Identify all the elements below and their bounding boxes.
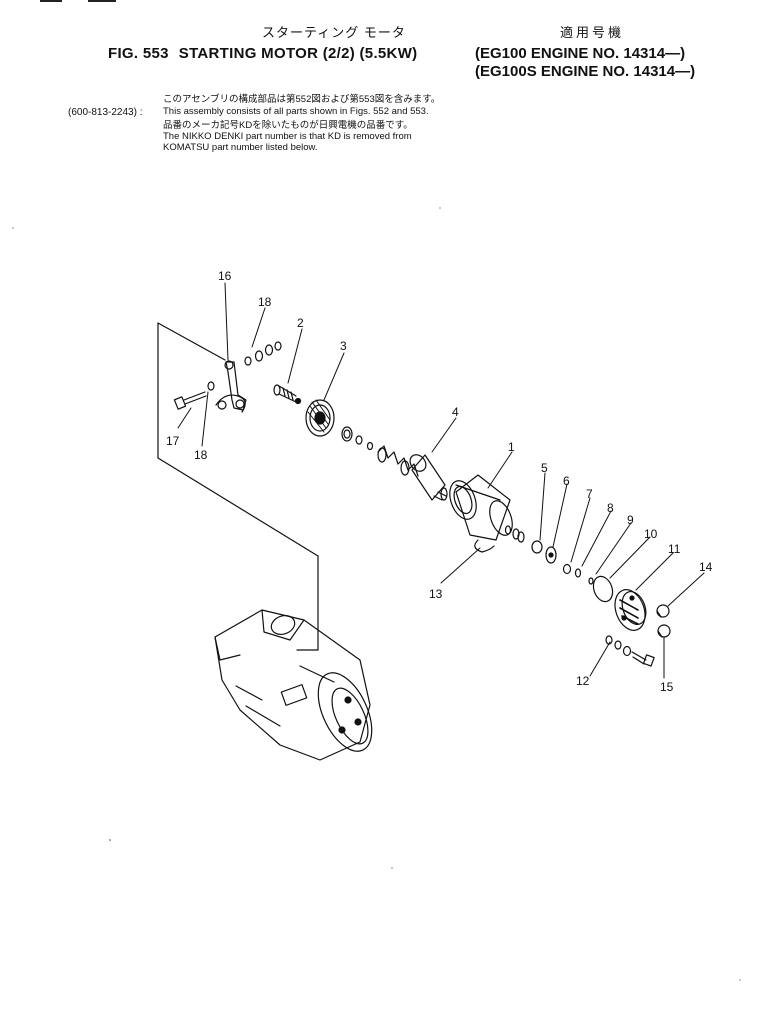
japanese-applicable-label: 適用号機 [560,25,625,40]
engine-applicability-2: (EG100S ENGINE NO. 14314—) [475,63,696,80]
leader-lines [177,282,705,679]
assembly-note-jp-1: このアセンブリの構成部品は第552図および第553図を含みます。 [163,94,441,105]
assembly-note-en-3: KOMATSU part number listed below. [163,142,318,153]
callout-7: 7 [586,487,593,501]
ring-part-7 [562,563,572,575]
callout-8: 8 [607,501,614,515]
washer-part-8 [574,568,582,578]
callout-6: 6 [563,474,570,488]
rings-after-gear [341,426,374,451]
assembly-note-jp-2: 品番のメーカ記号KDを除いたものが日興電機の品番です。 [163,120,413,131]
housing-part-1 [449,474,513,541]
o-ring-part-10 [592,575,614,603]
callout-12: 12 [576,674,590,688]
screw-part-2 [273,384,302,405]
callout-15: 15 [660,680,674,694]
callout-18-upper: 18 [258,295,272,309]
scan-specks [12,207,741,981]
starter-motor-assembly [214,609,373,761]
callout-10: 10 [644,527,658,541]
nut-part-5 [531,540,543,554]
figure-title: FIG. 553 STARTING MOTOR (2/2) (5.5KW) [108,45,417,62]
plunger-part-4 [409,454,448,501]
scan-artifact [88,0,116,2]
figure-name: STARTING MOTOR (2/2) (5.5KW) [178,45,418,62]
clip-part-13 [474,539,495,553]
callout-13: 13 [429,587,443,601]
cap-part-14 [656,604,670,618]
callout-16: 16 [218,269,232,283]
assembly-part-number: (600-813-2243) : [68,107,143,118]
callout-11: 11 [668,542,681,556]
assembly-note-en-2: The NIKKO DENKI part number is that KD i… [163,131,412,142]
washers-bolt-part-12 [605,635,655,667]
callout-18-lower: 18 [194,448,208,462]
callout-2: 2 [297,316,304,330]
washer-part-9 [588,577,594,585]
callout-3: 3 [340,339,347,353]
callout-5: 5 [541,461,548,475]
callout-numbers: 16 18 2 3 4 1 5 6 7 8 9 10 11 14 15 12 1… [166,269,713,694]
cover-part-11 [614,589,647,631]
washer-part-6 [545,546,557,564]
spring [377,445,419,477]
rings-after-housing [504,525,525,543]
assembly-bracket-lines [157,322,319,651]
callout-14: 14 [699,560,713,574]
callout-1: 1 [508,440,515,454]
figure-number: FIG. 553 [108,45,169,62]
callout-9: 9 [627,513,634,527]
gear-part-3 [305,399,335,437]
cap-part-15 [657,624,671,638]
callout-17: 17 [166,434,180,448]
assembly-note-en-1: This assembly consists of all parts show… [163,106,429,117]
scan-artifact [40,0,62,2]
lever-assembly [173,341,282,413]
japanese-title: スターティング モータ [262,25,406,40]
callout-4: 4 [452,405,459,419]
engine-applicability-1: (EG100 ENGINE NO. 14314—) [475,45,686,62]
